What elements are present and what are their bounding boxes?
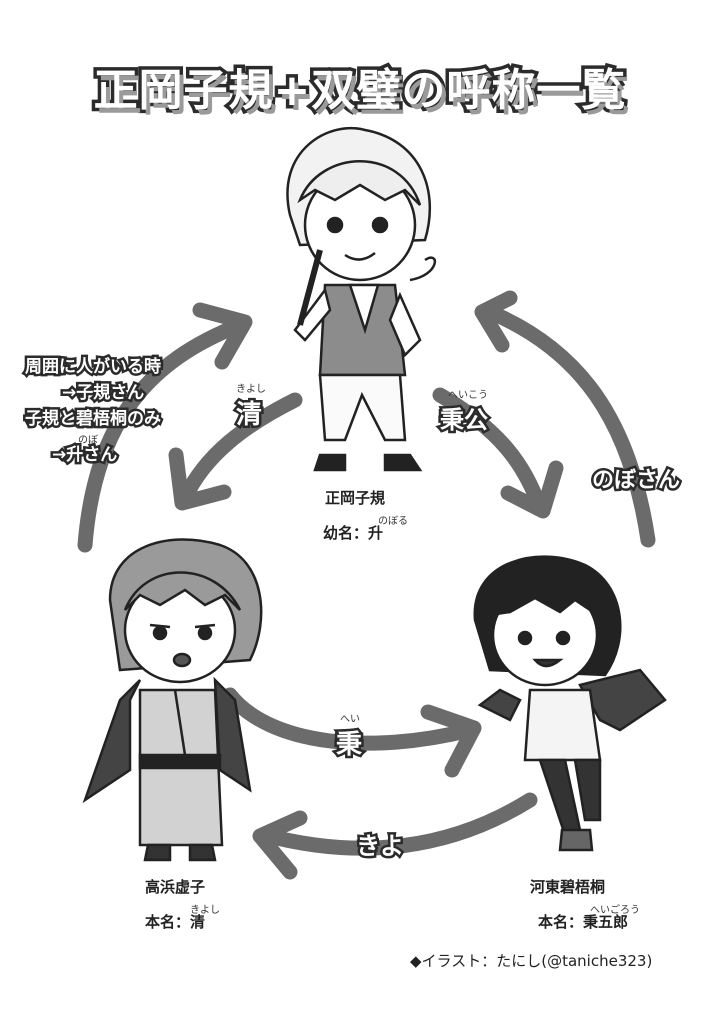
arrow-shiki-to-kyoshi [177,392,303,506]
arrow-kyoshi-to-hekigoto [222,687,478,751]
kyoshi-to-hekigoto-ruby: へい [340,714,360,725]
hekigoto-illustration [473,555,667,852]
shiki-alt-ruby: のぼる [378,516,408,527]
left-note-line-2: →子規さん [59,381,146,406]
kyoshi-illustration [82,538,263,862]
arrow-kyoshi-to-shiki [77,317,248,553]
arrow-hekigoto-to-shiki [482,304,656,548]
shiki-illustration [286,126,437,472]
kyoshi-alt-name: 本名：清 [145,913,206,931]
kyoshi-alt-ruby: きよし [190,905,220,916]
arrow-head [252,810,308,880]
arrow-head [474,290,518,353]
hekigoto-alt-ruby: へいごろう [590,905,640,916]
arrow-head [168,447,232,511]
left-note-line-1: 周囲に人がいる時 [23,355,164,380]
arrow-head [500,460,564,519]
shiki-to-hekigoto-ruby: へいこう [448,390,488,401]
shiki-to-hekigoto-label: 秉公 [438,404,491,437]
arrow-head [420,704,482,778]
hekigoto-to-shiki-label: のぼさん [589,466,682,496]
arrow-head [192,302,253,370]
hekigoto-to-kyoshi-label: きよ [354,830,407,863]
arrow-shiki-to-hekigoto [432,387,548,516]
hekigoto-name: 河東碧梧桐 [530,878,606,896]
page-title: 正岡子規+双璧の呼称一覧 [90,62,629,120]
kyoshi-to-hekigoto-label: 秉 [333,728,364,763]
left-note-line-4: →升さん [49,443,119,468]
shiki-to-kyoshi-ruby: きよし [236,384,266,395]
left-note-ruby: のぼ [78,435,98,446]
hekigoto-alt-name: 本名：秉五郎 [538,913,629,931]
shiki-alt-name: 幼名：升 [323,524,384,542]
left-note-line-3: 子規と碧梧桐のみ [23,407,164,432]
shiki-to-kyoshi-label: 清 [233,398,264,433]
illustration-credit: ◆イラスト：たにし(@taniche323) [410,952,653,970]
kyoshi-name: 高浜虚子 [145,878,206,896]
arrow-hekigoto-to-kyoshi [257,792,538,856]
shiki-name: 正岡子規 [325,489,386,507]
